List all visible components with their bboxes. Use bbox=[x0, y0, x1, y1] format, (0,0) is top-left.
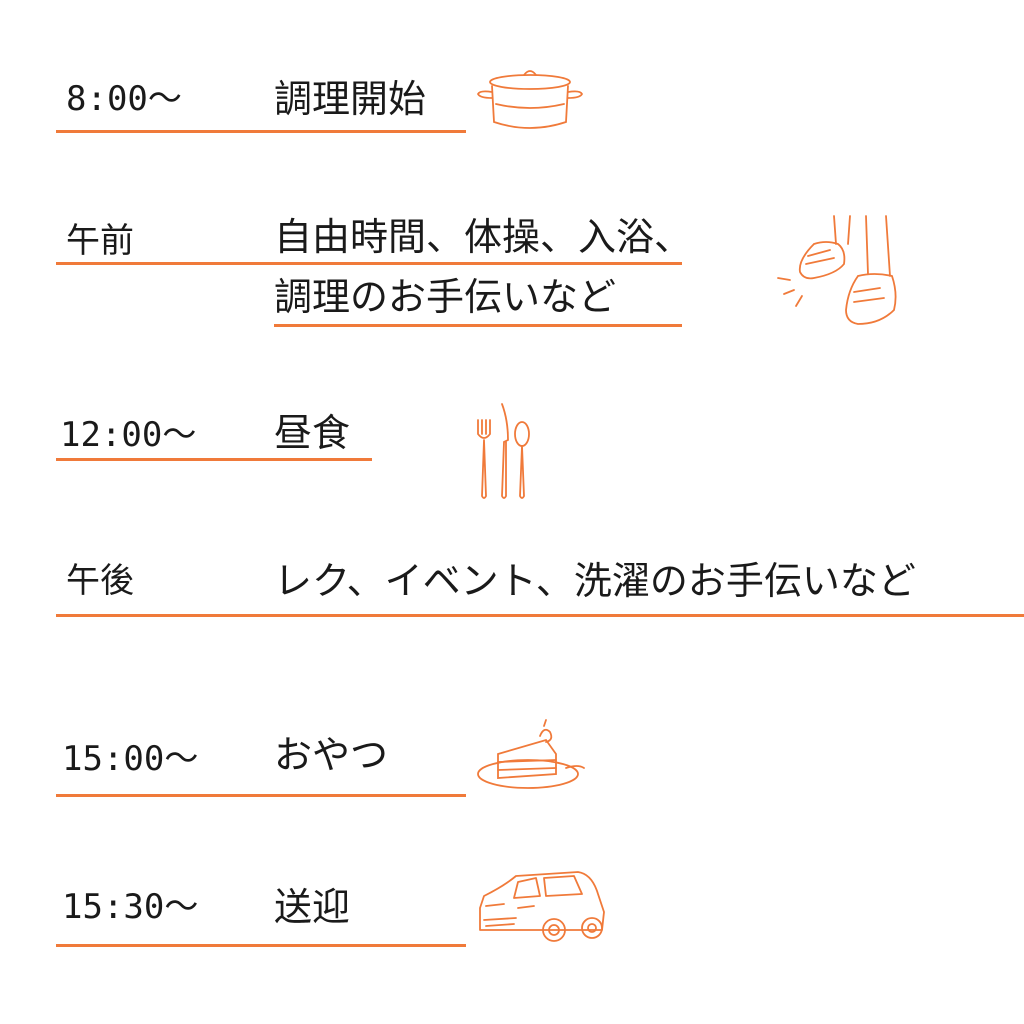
car-icon bbox=[474, 868, 608, 944]
divider-line bbox=[56, 458, 372, 461]
activity-pickup: 送迎 bbox=[274, 885, 351, 929]
divider-line bbox=[56, 944, 466, 947]
time-label-morning: 午前 bbox=[66, 221, 134, 261]
cutlery-icon bbox=[472, 400, 536, 504]
pot-icon bbox=[474, 64, 586, 136]
activity-lunch: 昼食 bbox=[274, 411, 351, 455]
shoes-icon bbox=[774, 214, 904, 330]
divider-line bbox=[56, 614, 1024, 617]
divider-line bbox=[56, 794, 466, 797]
time-label-lunch: 12:00〜 bbox=[60, 415, 197, 455]
activity-cooking-start: 調理開始 bbox=[274, 77, 427, 121]
divider-line bbox=[56, 130, 466, 133]
time-label-afternoon: 午後 bbox=[66, 561, 134, 601]
cake-icon bbox=[474, 714, 590, 794]
activity-morning-line1: 自由時間、体操、入浴、 bbox=[274, 215, 693, 259]
activity-morning-line2: 調理のお手伝いなど bbox=[274, 275, 617, 319]
time-label-cooking: 8:00〜 bbox=[66, 79, 182, 119]
activity-afternoon: レク、イベント、洗濯のお手伝いなど bbox=[274, 559, 916, 603]
divider-line bbox=[274, 324, 682, 327]
activity-snack: おやつ bbox=[274, 733, 389, 777]
divider-line bbox=[56, 262, 682, 265]
time-label-snack: 15:00〜 bbox=[62, 739, 199, 779]
time-label-pickup: 15:30〜 bbox=[62, 887, 199, 927]
